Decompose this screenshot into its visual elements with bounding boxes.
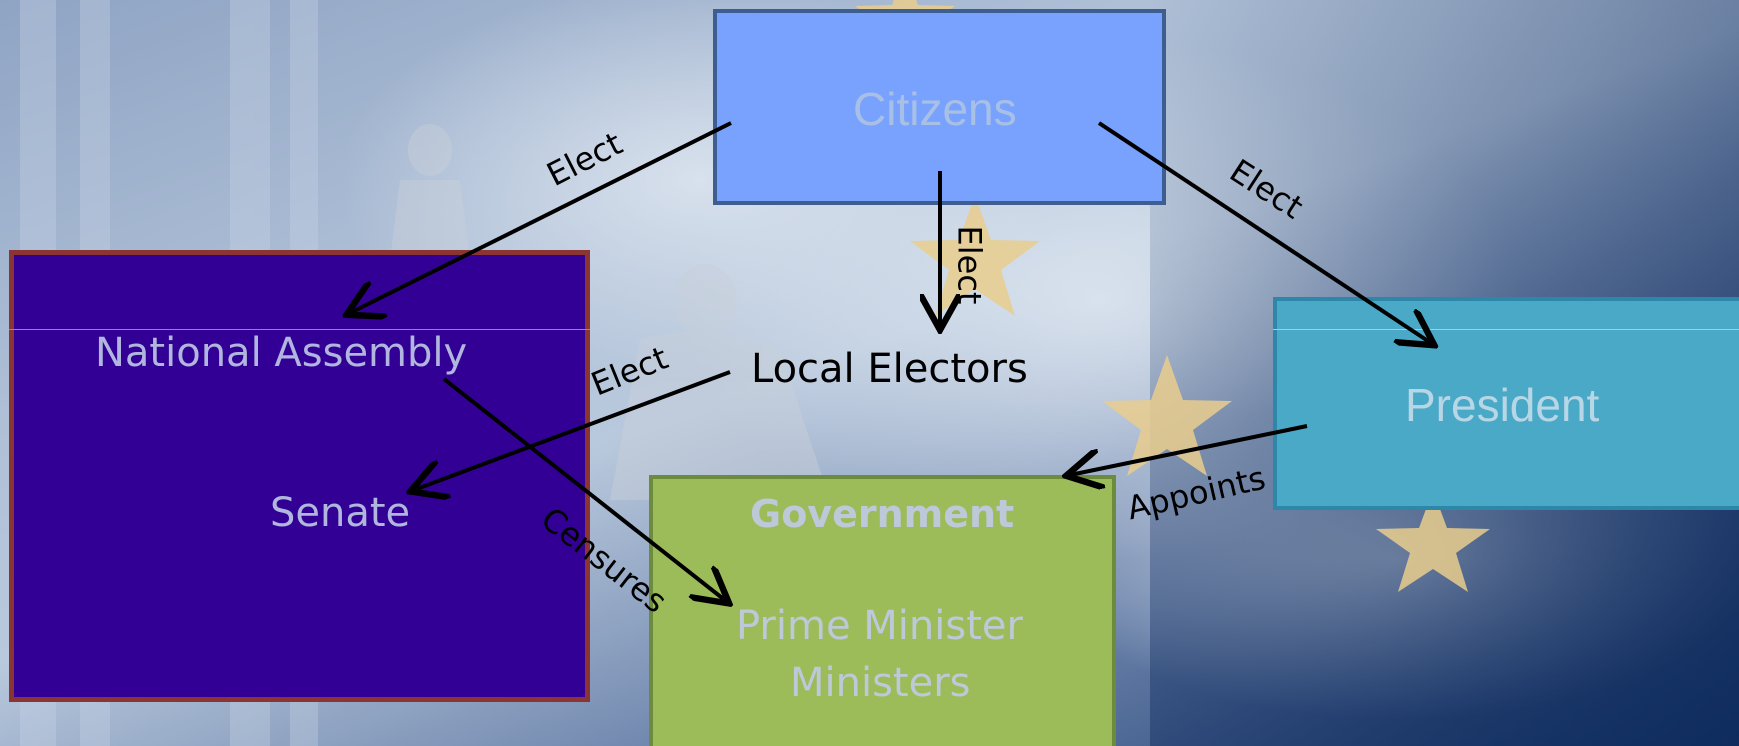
national-assembly-label: National Assembly [95, 330, 468, 376]
senate-label: Senate [270, 490, 411, 536]
arrow-president-to-government [1070, 424, 1308, 475]
government-title: Government [750, 492, 1015, 536]
government-line-ministers: Ministers [790, 660, 971, 706]
edge-label-elect-president: Elect [1223, 151, 1310, 227]
citizens-label: Citizens [853, 83, 1017, 135]
edge-label-elect-national-assembly: Elect [540, 124, 629, 194]
edge-label-elect-local-electors: Elect [950, 225, 989, 305]
president-box [1273, 297, 1739, 510]
government-line-prime-minister: Prime Minister [736, 603, 1023, 649]
edge-label-appoints: Appoints [1123, 458, 1269, 528]
national-assembly-box [9, 250, 590, 702]
president-label: President [1405, 379, 1600, 431]
edge-label-elect-senate: Elect [585, 338, 674, 404]
local-electors-label: Local Electors [751, 346, 1028, 392]
